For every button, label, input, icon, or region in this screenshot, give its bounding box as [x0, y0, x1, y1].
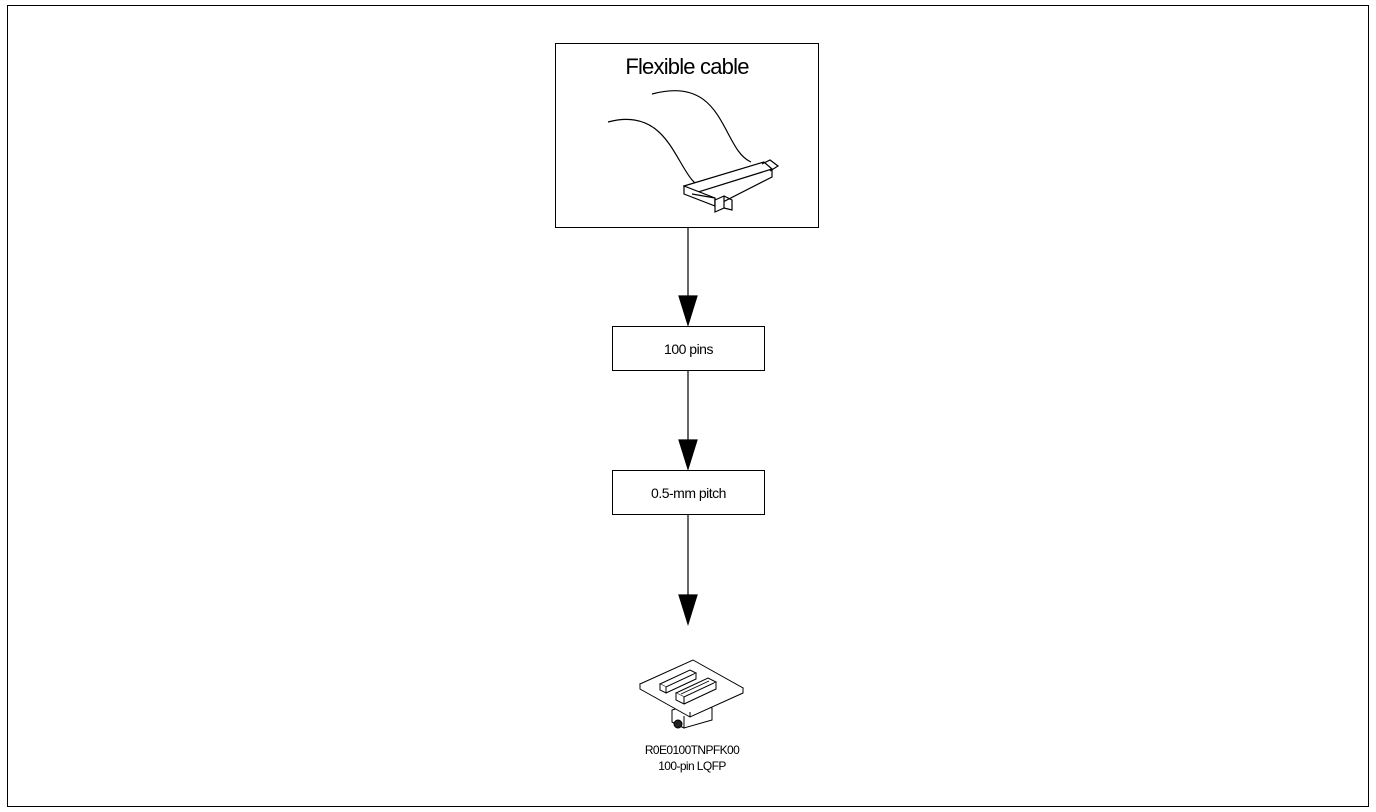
- flexible-cable-box: Flexible cable: [555, 43, 819, 228]
- arrow-4-head: [678, 594, 698, 627]
- arrow-3-head: [678, 439, 698, 472]
- diagram-frame: [7, 5, 1369, 807]
- flexible-cable-icon: [607, 90, 780, 213]
- package-label: 100-pin LQFP: [658, 759, 726, 773]
- pitch-box: 0.5-mm pitch: [612, 470, 765, 515]
- pins-box: 100 pins: [612, 326, 765, 371]
- connector-board-icon: [638, 659, 745, 729]
- arrow-1-head: [678, 295, 698, 328]
- flexible-cable-title: Flexible cable: [625, 54, 749, 79]
- part-number-label: R0E0100TNPFK00: [644, 743, 740, 757]
